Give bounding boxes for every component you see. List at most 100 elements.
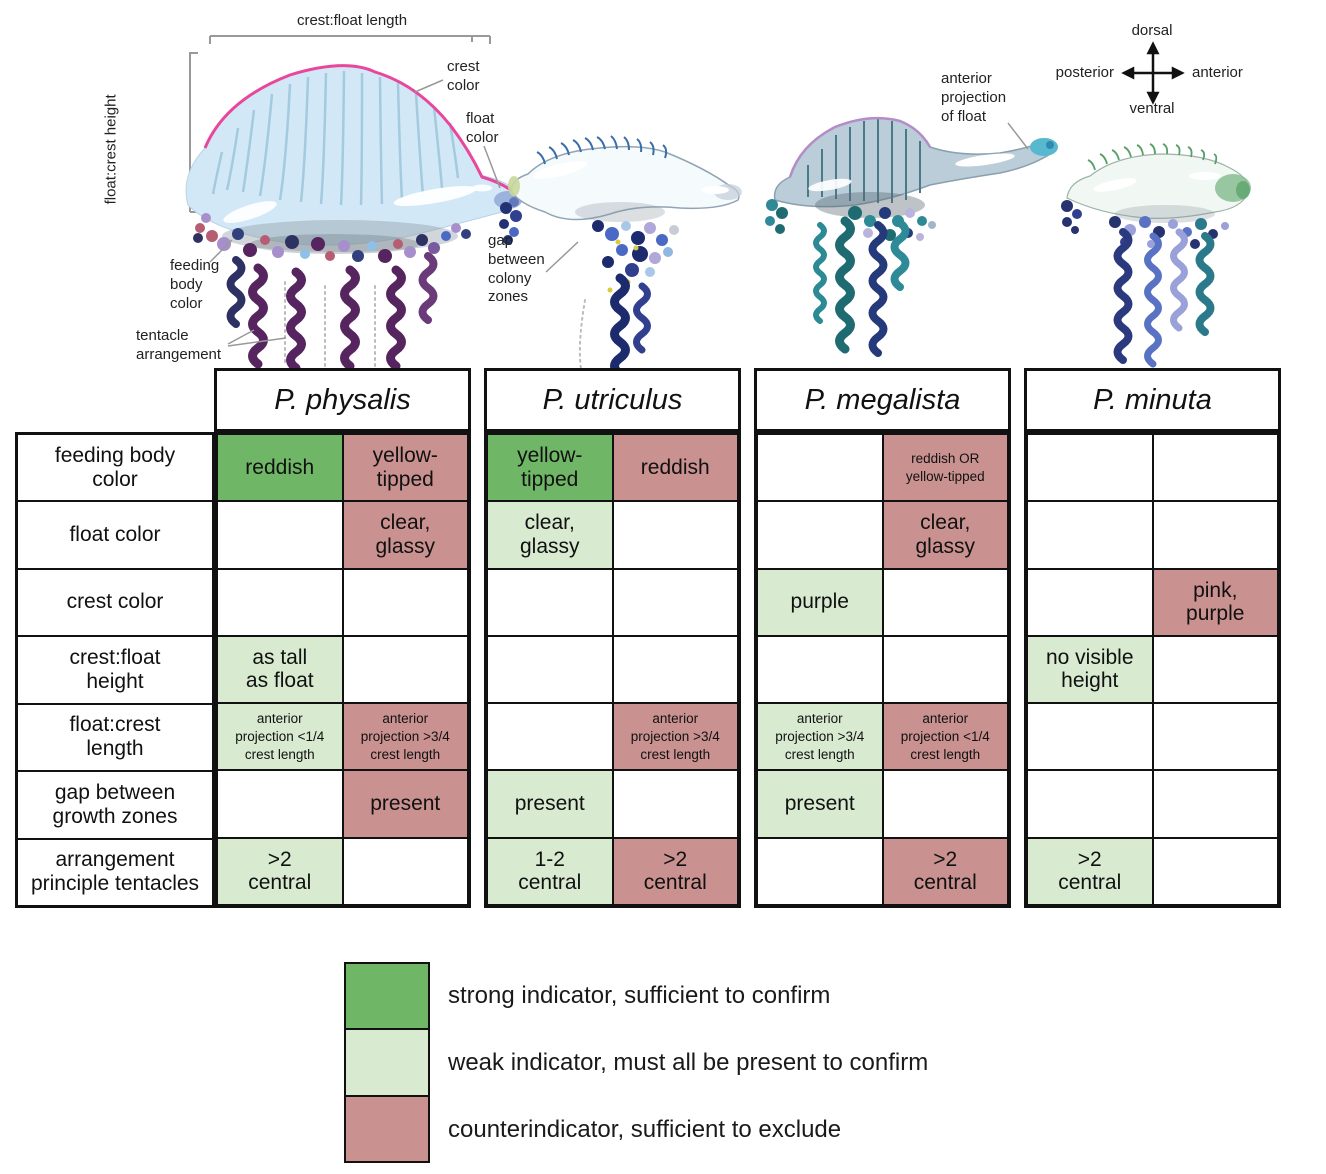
tentacles [1113,228,1215,368]
table-cell [217,770,343,838]
table-cell: anterior projection <1/4 crest length [217,703,343,771]
legend-swatches [344,962,430,1163]
label-tentacle-arrangement: tentacle arrangement [136,327,222,363]
tentacles [226,252,438,370]
table-cell [487,635,613,704]
table-cell [612,635,738,704]
table-cell: >2 central [882,837,1008,905]
table-cell: present [757,770,883,838]
table-cell: anterior projection <1/4 crest length [882,703,1008,771]
legend-label-counter: counterindicator, sufficient to exclude [448,1116,842,1143]
table-cell: >2 central [612,837,738,905]
table-cell [757,635,883,704]
compass-label-anterior: anterior [1192,64,1243,81]
table-cell: yellow- tipped [487,434,613,502]
table-cell [1027,501,1153,569]
colony-zones [499,202,679,293]
table-cell [757,837,883,905]
table-cell [882,568,1008,636]
table-cell: reddish [612,434,738,502]
leader-line [1007,122,1029,150]
table-cell: reddish [217,434,343,502]
table-cell: >2 central [217,837,343,905]
table-cell: >2 central [1027,837,1153,905]
table-cell: reddish OR yellow-tipped [882,434,1008,502]
table-cell: clear, glassy [487,501,613,569]
table-cell [1152,770,1278,838]
table-cell [1027,568,1153,636]
table-cell [1152,837,1278,905]
table-cell [1027,770,1153,838]
table-cell [1152,703,1278,771]
table-cell [217,501,343,569]
label-crest-float-length: crest:float length [296,12,408,29]
table-cell [1152,635,1278,704]
feeding-bodies [193,213,471,263]
crest-fringe [536,135,668,165]
compass-label-dorsal: dorsal [1131,22,1173,39]
crest-fringe [1087,143,1218,171]
row-header: float color [18,502,212,570]
table-cell: as tall as float [217,635,343,704]
table-cell: anterior projection >3/4 crest length [612,703,738,771]
table-cell: yellow- tipped [342,434,468,502]
megalista-illustration [765,116,1058,357]
table-cell [757,501,883,569]
species-name: P. minuta [1024,368,1281,432]
legend-swatch-weak [346,1030,428,1097]
table-cell: clear, glassy [342,501,468,569]
species-name: P. utriculus [484,368,741,432]
label-gap-between-colony-zones: gap between colony zones [488,232,545,306]
table-cell: pink, purple [1152,568,1278,636]
megalista-float [773,116,1058,218]
minuta-illustration [1061,143,1251,368]
row-header: gap between growth zones [18,772,212,840]
crest-outline-purple [788,116,932,178]
table-cell [757,434,883,502]
table-cell [342,635,468,704]
tentacles [813,216,910,357]
label-float-crest-height: float:crest height [102,94,120,205]
legend-label-weak: weak indicator, must all be present to c… [448,1049,929,1076]
orientation-compass [1121,41,1185,105]
compass-label-posterior: posterior [1055,64,1114,81]
table-cell: no visible height [1027,635,1153,704]
table-cell [1027,434,1153,502]
table-cell [342,568,468,636]
legend-swatch-strong [346,964,428,1031]
legend-swatch-counter [346,1096,428,1161]
compass-label-ventral: ventral [1129,100,1175,117]
row-header: arrangement principle tentacles [30,848,200,896]
label-crest-color: crest color [447,58,480,94]
species-name: P. megalista [754,368,1011,432]
colony-zones [1061,200,1229,249]
row-header: crest color [18,570,212,638]
table-cell [1027,703,1153,771]
row-header: feeding body color [18,435,212,503]
table-cell [342,837,468,905]
legend-label-strong: strong indicator, sufficient to confirm [448,982,831,1009]
table-cell: purple [757,568,883,636]
table-cell: anterior projection >3/4 crest length [757,703,883,771]
table-cell: clear, glassy [882,501,1008,569]
table-cell: 1-2 central [487,837,613,905]
crest-outline-pink [203,64,520,198]
leader-lines [209,79,501,347]
leader-line [545,241,579,273]
table-cell: present [487,770,613,838]
label-feeding-body-color: feeding body color [170,257,220,312]
table-cell [612,501,738,569]
minuta-float [1066,143,1251,223]
crest-ridges [211,70,460,206]
label-float-color: float color [466,110,499,146]
